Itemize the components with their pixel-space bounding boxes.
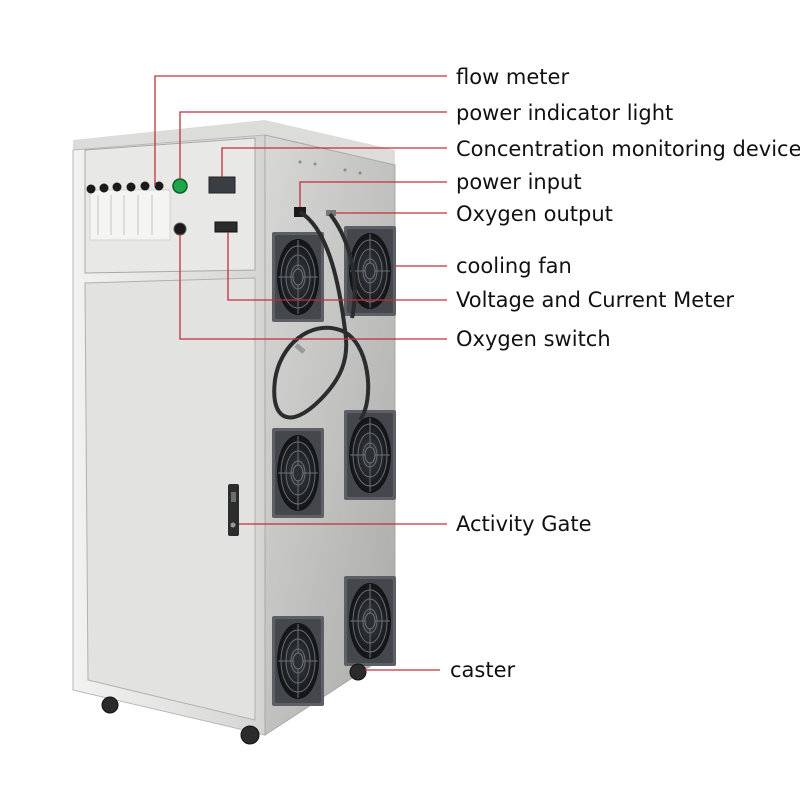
callout-labels: flow meter power indicator light Concent… xyxy=(450,65,800,682)
hose xyxy=(272,210,371,422)
label-flow-meter: flow meter xyxy=(456,65,569,89)
label-concentration-monitoring-device: Concentration monitoring device xyxy=(456,137,800,161)
valve-knob-icon xyxy=(86,181,164,194)
label-oxygen-output: Oxygen output xyxy=(456,202,613,226)
flow-meter-scale xyxy=(89,189,171,241)
label-voltage-current-meter: Voltage and Current Meter xyxy=(456,288,734,312)
oxygen-output-nozzle xyxy=(326,210,336,216)
oxygen-switch-knob xyxy=(173,222,187,236)
cabinet xyxy=(72,120,397,745)
cabinet-door xyxy=(84,277,256,721)
label-caster: caster xyxy=(450,658,516,682)
label-oxygen-switch: Oxygen switch xyxy=(456,327,611,351)
door-handle xyxy=(228,484,239,536)
cabinet-top xyxy=(73,120,395,165)
caster-wheel-icon xyxy=(101,663,367,745)
concentration-monitor-screen xyxy=(208,176,236,194)
leader-lines xyxy=(154,75,447,671)
indicator-light-icon xyxy=(172,178,188,194)
flow-meter-valve-group xyxy=(86,181,171,241)
voltage-current-meter-display xyxy=(214,221,238,233)
label-power-input: power input xyxy=(456,170,582,194)
label-power-indicator-light: power indicator light xyxy=(456,101,673,125)
label-activity-gate: Activity Gate xyxy=(456,512,592,536)
label-cooling-fan: cooling fan xyxy=(456,254,572,278)
